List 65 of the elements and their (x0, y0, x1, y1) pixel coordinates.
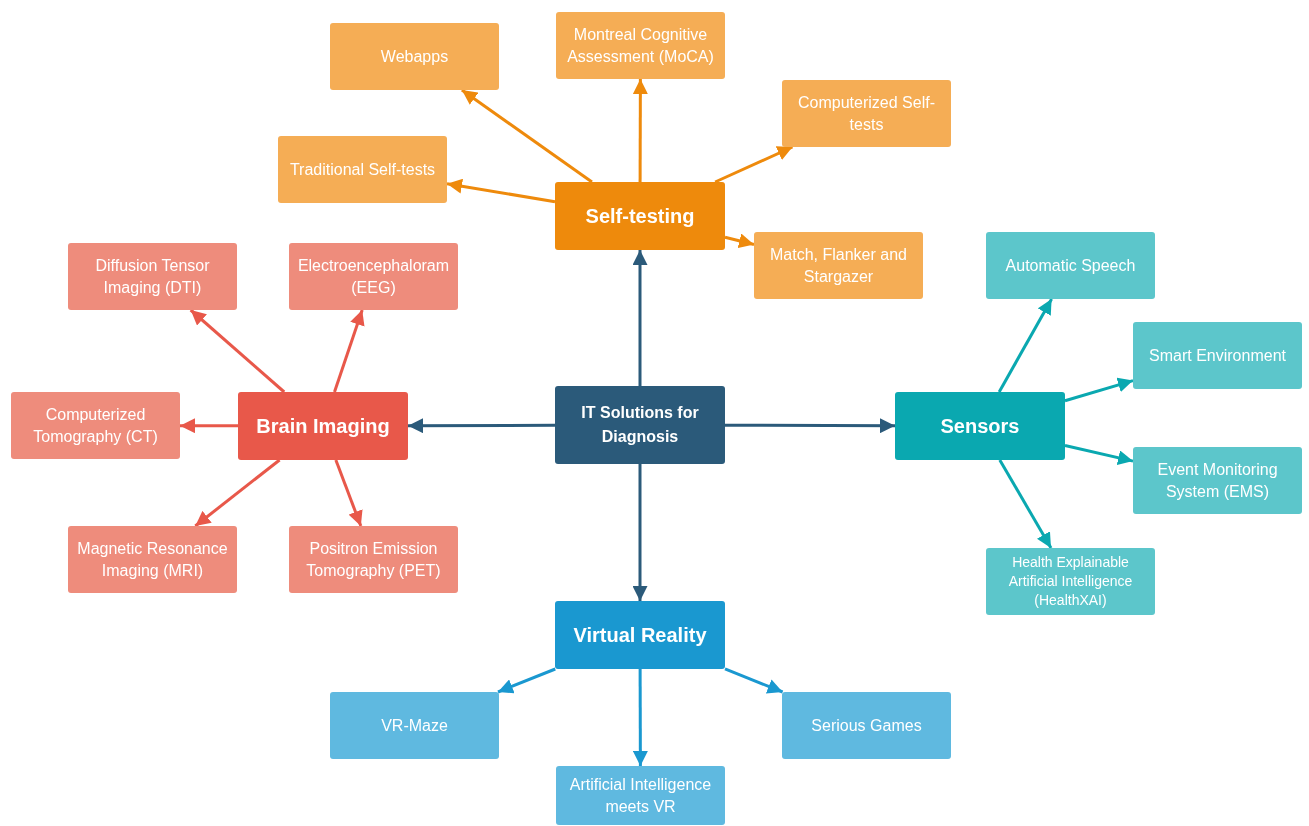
item-box (556, 766, 725, 825)
box-label: Diffusion Tensor Imaging (DTI) (94, 255, 211, 298)
arrow (714, 145, 794, 184)
item-box (782, 80, 951, 147)
item-box (754, 232, 923, 299)
arrow (408, 418, 555, 434)
item-box (1133, 322, 1302, 389)
box-label: Computerized Self-tests (797, 92, 936, 135)
box-label: Smart Environment (1149, 345, 1286, 366)
box-label: Traditional Self-tests (289, 159, 436, 180)
arrow (497, 667, 556, 694)
arrow (997, 298, 1053, 393)
box-label: Montreal Cognitive Assessment (MoCA) (566, 24, 715, 67)
box-label: Virtual Reality (573, 623, 707, 648)
arrow (1064, 444, 1134, 466)
item-box (556, 12, 725, 79)
item-box (330, 692, 499, 759)
box-label: Serious Games (811, 715, 922, 736)
arrow (632, 79, 648, 182)
category-box (238, 392, 408, 460)
arrow (189, 308, 286, 394)
box-label: VR-Maze (381, 715, 448, 736)
item-box (68, 526, 237, 593)
arrow (334, 459, 363, 527)
box-label: IT Solutions for Diagnosis (580, 403, 700, 447)
item-box (11, 392, 180, 459)
box-label: Automatic Speech (1005, 255, 1136, 276)
item-box (289, 243, 458, 310)
arrow (724, 667, 784, 694)
arrow (180, 418, 238, 434)
central-box (555, 386, 725, 464)
item-box (278, 136, 447, 203)
category-box (555, 182, 725, 250)
item-box (330, 23, 499, 90)
box-label: Event Monitoring System (EMS) (1156, 459, 1279, 502)
arrow (632, 464, 648, 601)
box-label: Webapps (380, 46, 449, 67)
arrow (998, 459, 1053, 549)
category-box (555, 601, 725, 669)
box-label: Computerized Tomography (CT) (32, 404, 159, 447)
box-label: Health Explainable Artificial Intelligence (HealthXAI) (1007, 553, 1134, 610)
box-label: Match, Flanker and Stargazer (769, 244, 908, 287)
arrow (724, 233, 755, 249)
box-label: Self-testing (585, 204, 695, 229)
box-label: Positron Emission Tomography (PET) (305, 538, 442, 581)
arrow (194, 458, 281, 528)
item-box (986, 548, 1155, 615)
item-box (289, 526, 458, 593)
item-box (68, 243, 237, 310)
box-label: Sensors (940, 414, 1020, 439)
arrow (461, 88, 593, 184)
box-label: Artificial Intelligence meets VR (568, 774, 713, 817)
arrow (333, 309, 365, 393)
arrow (725, 418, 895, 434)
box-label: Electroencephaloram (EEG) (296, 255, 451, 298)
arrow (446, 178, 556, 204)
arrow (632, 669, 648, 766)
arrow (1064, 377, 1134, 403)
arrow (632, 250, 648, 386)
item-box (1133, 447, 1302, 514)
item-box (986, 232, 1155, 299)
box-label: Magnetic Resonance Imaging (MRI) (76, 538, 229, 581)
box-label: Brain Imaging (256, 414, 390, 439)
category-box (895, 392, 1065, 460)
item-box (782, 692, 951, 759)
